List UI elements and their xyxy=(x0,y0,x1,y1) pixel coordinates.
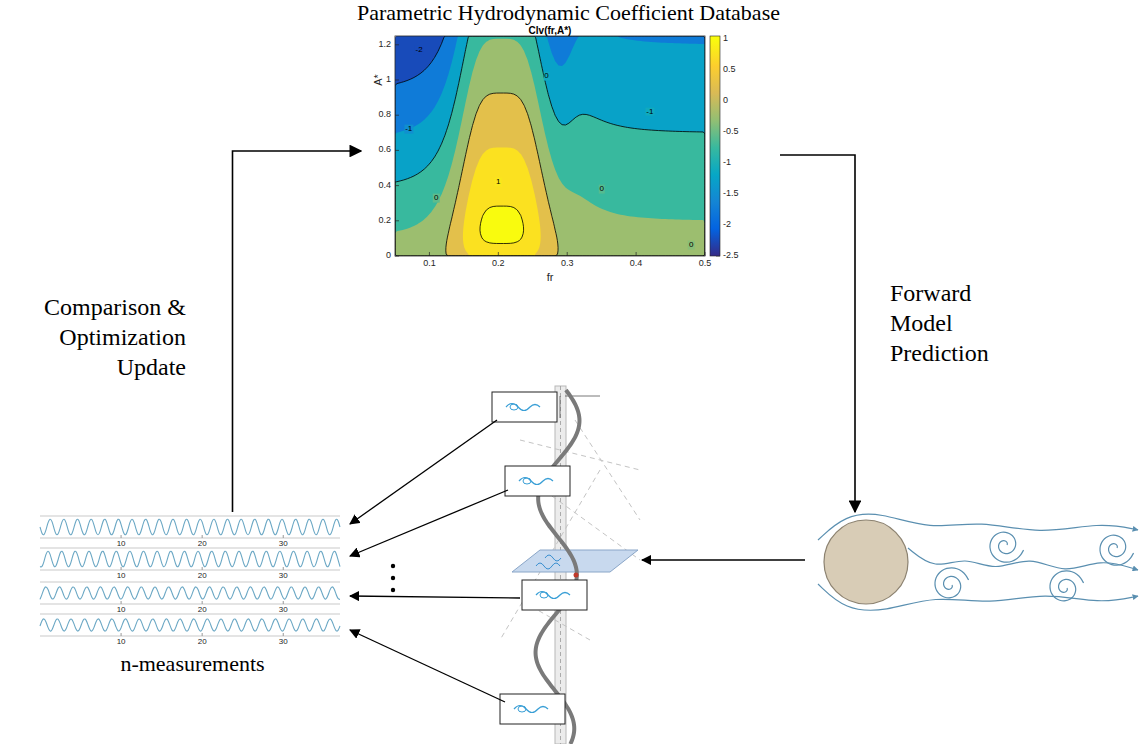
database-chart-panel: Parametric Hydrodynamic Coefficient Data… xyxy=(362,36,775,266)
tick-label: 30 xyxy=(279,638,288,647)
measurement-arrows xyxy=(350,420,805,702)
colorbar-tick: -0.5 xyxy=(723,127,739,137)
colorbar-tick: -2 xyxy=(723,220,731,230)
contour-band xyxy=(395,36,705,256)
axis-label: fr xyxy=(547,271,554,283)
tick-label: 0.1 xyxy=(423,259,436,269)
contour-band xyxy=(446,93,558,256)
tick-label: 0.4 xyxy=(630,259,643,269)
contour-band xyxy=(463,147,541,256)
tick-label: 1 xyxy=(386,75,391,85)
riser-illustration xyxy=(500,386,640,744)
contour-band xyxy=(395,36,705,256)
colorbar-tick: -1 xyxy=(723,158,731,168)
tick-label: 10 xyxy=(117,606,126,615)
colorbar-tick: -2.5 xyxy=(723,251,739,261)
colorbar xyxy=(710,36,720,256)
contour-label: 0 xyxy=(543,72,549,81)
tick-label: 0.4 xyxy=(378,181,391,191)
node-heading: Parametric Hydrodynamic Coefficient Data… xyxy=(357,0,780,25)
tick-label: 10 xyxy=(117,638,126,647)
tick-label: 30 xyxy=(279,572,288,581)
tick-label: 0 xyxy=(386,251,391,261)
tick-label: 1.2 xyxy=(378,40,391,50)
process-label: Forward Model Prediction xyxy=(890,278,1012,368)
tick-label: 20 xyxy=(198,540,207,549)
tick-label: 20 xyxy=(198,606,207,615)
tick-label: 0.8 xyxy=(378,110,391,120)
tick-label: 10 xyxy=(117,540,126,549)
contour-band xyxy=(395,36,705,256)
time-series xyxy=(40,516,340,636)
contour-label: 1 xyxy=(495,178,501,187)
contour-lines xyxy=(395,36,705,256)
tick-label: 0.6 xyxy=(378,145,391,155)
ellipsis-dots xyxy=(391,564,395,592)
tick-label: 20 xyxy=(198,572,207,581)
contour-band xyxy=(395,36,705,256)
sensor-windows xyxy=(492,392,587,724)
contour-line xyxy=(395,36,705,256)
tick-label: 20 xyxy=(198,638,207,647)
contour-label: 0 xyxy=(598,185,604,194)
colorbar-tick: -1.5 xyxy=(723,189,739,199)
plot-frame xyxy=(395,36,705,256)
contour-label: 0 xyxy=(433,194,439,203)
contour-band xyxy=(395,39,705,256)
tick-label: 30 xyxy=(279,606,288,615)
flow-arrow xyxy=(233,151,362,512)
tick-label: 0.2 xyxy=(492,259,505,269)
tick-label: 10 xyxy=(117,572,126,581)
contour-line xyxy=(446,93,558,256)
forward-arrow xyxy=(780,155,855,512)
axis-label: A* xyxy=(372,74,384,86)
tick-label: 0.2 xyxy=(378,216,391,226)
colorbar-tick: 0.5 xyxy=(723,65,736,75)
contour-label: 0 xyxy=(688,241,694,250)
measurement-panel: n-measurements xyxy=(40,512,345,680)
colorbar-tick: 1 xyxy=(723,34,728,44)
contour-line xyxy=(480,206,524,243)
contour-band xyxy=(395,36,705,256)
contour-label: -1 xyxy=(404,125,413,134)
contour-line xyxy=(395,36,705,256)
colorbar-tick: 0 xyxy=(723,96,728,106)
edge-label: Comparison & Optimization Update xyxy=(8,292,186,382)
tick-label: 0.5 xyxy=(699,259,712,269)
contour-band xyxy=(480,206,524,243)
contour-label: -1 xyxy=(645,107,654,116)
node-heading: n-measurements xyxy=(120,651,264,676)
contour-label: -2 xyxy=(415,46,424,55)
tick-label: 0.3 xyxy=(561,259,574,269)
tick-label: 30 xyxy=(279,540,288,549)
axis-ticks xyxy=(395,39,720,256)
chart-title: Clv(fr,A*) xyxy=(529,25,572,36)
cylinder-wake xyxy=(818,514,1138,610)
contour-fill xyxy=(395,36,705,256)
